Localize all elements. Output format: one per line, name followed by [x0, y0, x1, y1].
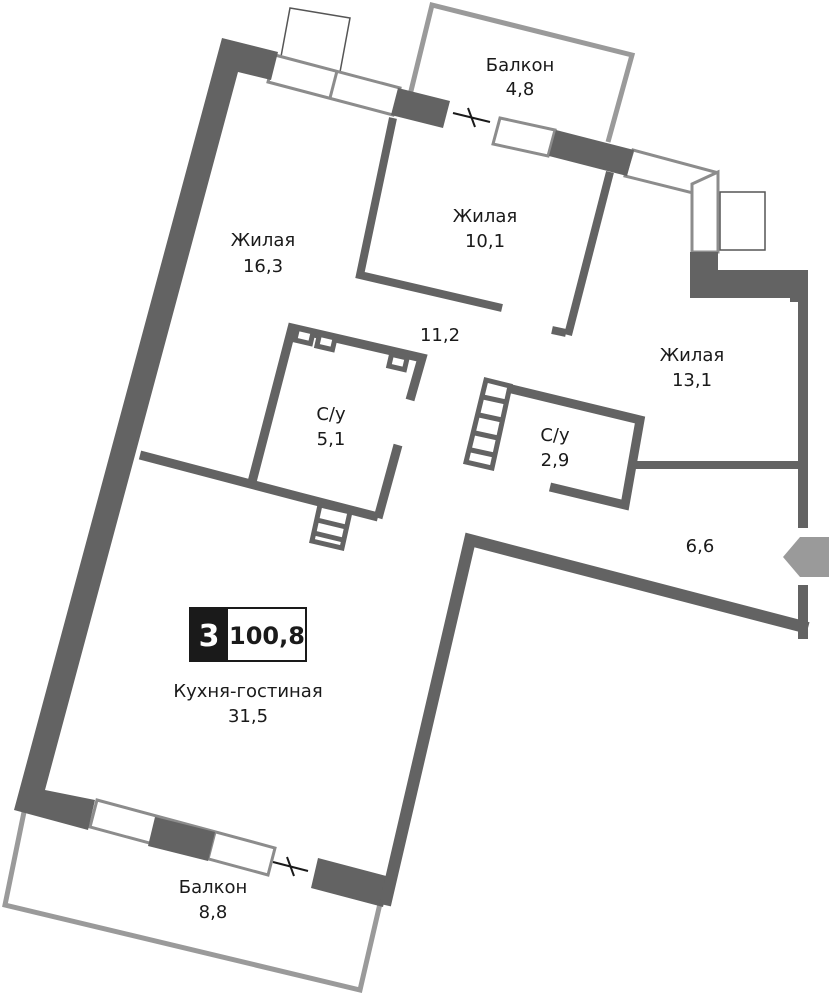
- label-living-1: Жилая 16,3: [231, 230, 295, 277]
- bathroom-2-vent: [462, 376, 513, 472]
- ac-unit-right: [719, 191, 766, 251]
- label-corridor: 6,6: [686, 536, 715, 557]
- bathroom-2-walls: [493, 380, 646, 511]
- windows: [88, 53, 720, 877]
- room-area: 13,1: [672, 370, 712, 391]
- room-name: С/у: [316, 404, 346, 425]
- room-area: 11,2: [420, 325, 460, 346]
- room-name: С/у: [540, 425, 570, 446]
- label-hall: 11,2: [420, 325, 460, 346]
- label-bath-1: С/у 5,1: [316, 404, 346, 450]
- exterior-walls: [14, 38, 808, 907]
- room-area: 5,1: [317, 429, 346, 450]
- label-bath-2: С/у 2,9: [540, 425, 570, 471]
- label-kitchen: Кухня-гостиная 31,5: [173, 681, 322, 727]
- balcony-top-outline: [407, 1, 636, 143]
- label-balcony-bottom: Балкон 8,8: [179, 877, 248, 923]
- room-area: 8,8: [199, 902, 228, 923]
- label-balcony-top: Балкон 4,8: [486, 55, 555, 100]
- room-area: 31,5: [228, 706, 268, 727]
- room-name: Балкон: [486, 55, 555, 76]
- room-name: Кухня-гостиная: [173, 681, 322, 702]
- bathroom-1-walls: [247, 322, 428, 520]
- room-name: Жилая: [660, 345, 724, 366]
- room-area: 4,8: [506, 79, 535, 100]
- room-name: Жилая: [453, 206, 517, 227]
- label-living-2: Жилая 10,1: [453, 206, 517, 252]
- entrance-door-icon: [783, 537, 829, 577]
- balcony-bottom-outline: [2, 811, 385, 994]
- room-area: 2,9: [541, 450, 570, 471]
- label-living-3: Жилая 13,1: [660, 345, 724, 391]
- bathroom-1-vent: [291, 325, 411, 552]
- total-area: 100,8: [229, 622, 305, 650]
- summary-badge: 3 100,8: [189, 607, 307, 662]
- room-name: Балкон: [179, 877, 248, 898]
- balcony-door-markers: [272, 107, 491, 877]
- room-area: 16,3: [243, 256, 283, 277]
- room-name: Жилая: [231, 230, 295, 251]
- room-area: 6,6: [686, 536, 715, 557]
- room-count: 3: [199, 619, 220, 654]
- room-area: 10,1: [465, 231, 505, 252]
